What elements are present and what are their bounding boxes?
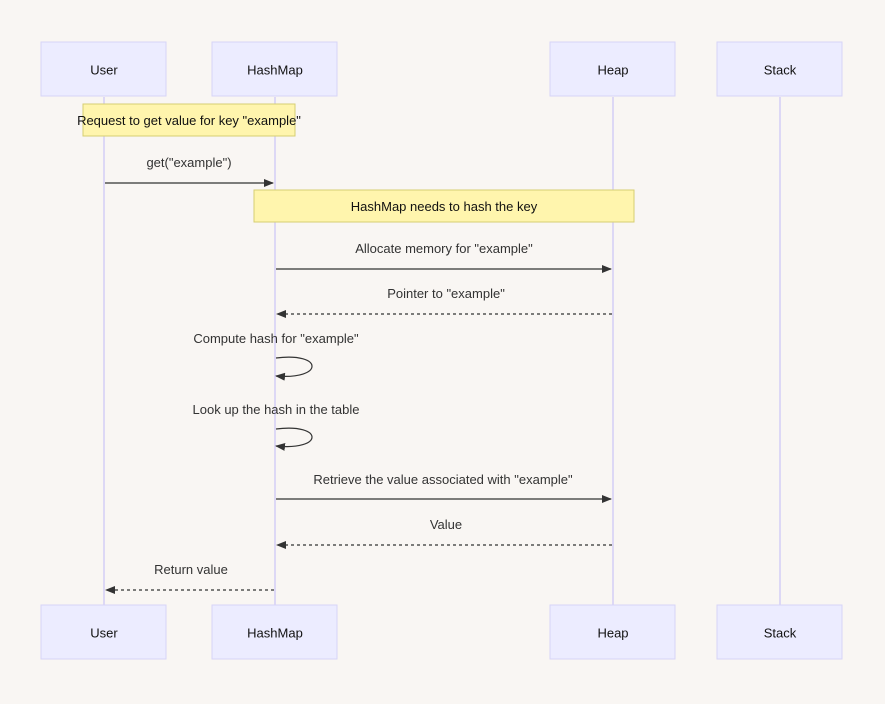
participant-label: Stack bbox=[764, 63, 797, 78]
participant-heap-bottom: Heap bbox=[549, 604, 676, 660]
message-retrieve: Retrieve the value associated with "exam… bbox=[276, 472, 612, 503]
message-compute-hash: Compute hash for "example" bbox=[193, 331, 359, 381]
participant-label: HashMap bbox=[247, 63, 303, 78]
note-request: Request to get value for key "example" bbox=[77, 103, 301, 137]
self-message-arrow bbox=[275, 427, 313, 451]
message-label: Allocate memory for "example" bbox=[355, 241, 533, 256]
message-value: Value bbox=[276, 517, 612, 549]
participant-hashmap-bottom: HashMap bbox=[211, 604, 338, 660]
message-return-value: Return value bbox=[105, 562, 274, 594]
message-pointer: Pointer to "example" bbox=[276, 286, 612, 318]
participant-heap-top: Heap bbox=[549, 41, 676, 97]
participant-stack-bottom: Stack bbox=[716, 604, 843, 660]
message-label: Compute hash for "example" bbox=[193, 331, 359, 346]
note-text: HashMap needs to hash the key bbox=[351, 199, 538, 214]
message-label: Pointer to "example" bbox=[387, 286, 505, 301]
message-label: Retrieve the value associated with "exam… bbox=[313, 472, 573, 487]
message-allocate: Allocate memory for "example" bbox=[276, 241, 612, 273]
message-label: Look up the hash in the table bbox=[193, 402, 360, 417]
message-label: Return value bbox=[154, 562, 228, 577]
participant-user-top: User bbox=[40, 41, 167, 97]
message-get: get("example") bbox=[105, 155, 274, 187]
message-label: get("example") bbox=[146, 155, 231, 170]
participant-label: Heap bbox=[597, 63, 628, 78]
participant-label: Stack bbox=[764, 626, 797, 641]
participant-hashmap-top: HashMap bbox=[211, 41, 338, 97]
message-lookup: Look up the hash in the table bbox=[193, 402, 360, 451]
participant-label: User bbox=[90, 626, 118, 641]
self-message-arrow bbox=[275, 356, 313, 381]
participant-label: Heap bbox=[597, 626, 628, 641]
participant-user-bottom: User bbox=[40, 604, 167, 660]
message-label: Value bbox=[430, 517, 462, 532]
participant-label: HashMap bbox=[247, 626, 303, 641]
participant-label: User bbox=[90, 63, 118, 78]
note-text: Request to get value for key "example" bbox=[77, 113, 301, 128]
participant-stack-top: Stack bbox=[716, 41, 843, 97]
note-hash: HashMap needs to hash the key bbox=[253, 189, 635, 223]
